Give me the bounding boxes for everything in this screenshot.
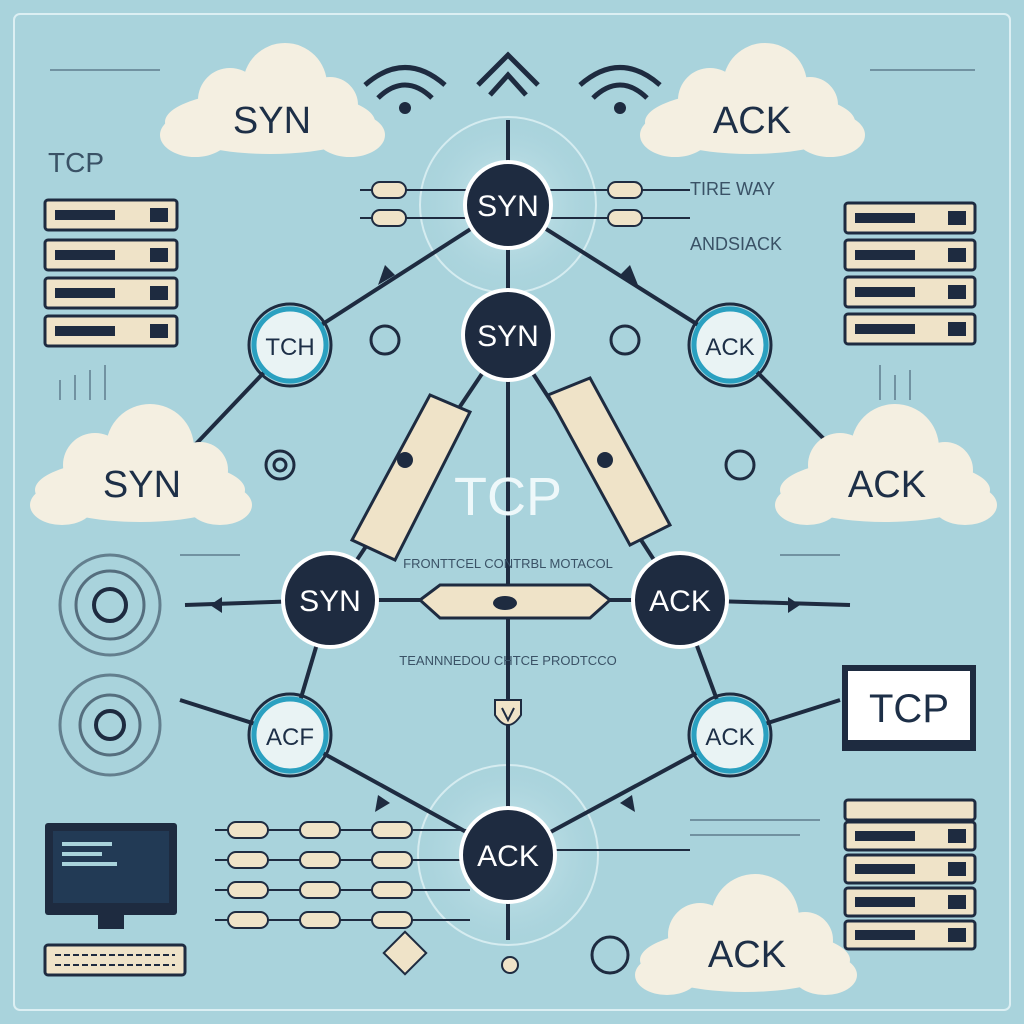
- top-left-heading: TCP: [48, 147, 104, 178]
- shield-icon: [494, 699, 522, 726]
- server-rack-icon: [43, 198, 179, 348]
- cloud-bottom-right-label: ACK: [708, 934, 786, 976]
- node-upper-center: [461, 288, 555, 382]
- computer-monitor-icon: [45, 823, 177, 929]
- cloud-top-left: [160, 43, 385, 157]
- tcp-box-label: TCP: [869, 687, 949, 731]
- center-caption: TEANNNEDOU CHTCE PRODTCCO: [399, 653, 616, 668]
- small-node-lower-right-label: ACK: [705, 724, 754, 751]
- connector-tags: [227, 181, 643, 929]
- cloud-mid-right: [775, 404, 997, 525]
- node-upper-center-label: SYN: [477, 320, 539, 353]
- small-node-upper-right-label: ACK: [705, 334, 754, 361]
- small-node-upper-right: [687, 302, 773, 388]
- small-node-upper-left-label: TCH: [265, 334, 314, 361]
- node-right-label: ACK: [649, 585, 711, 618]
- small-node-lower-right: [687, 692, 773, 778]
- node-top-label: SYN: [477, 190, 539, 223]
- outer-frame: [13, 13, 1011, 1011]
- keyboard-icon: [43, 943, 187, 977]
- small-node-upper-left: [247, 302, 333, 388]
- cloud-top-right: [640, 43, 865, 157]
- node-top: [463, 160, 553, 250]
- server-rack-icon: [843, 201, 977, 346]
- annotation-line-1: TIRE WAY: [690, 179, 775, 199]
- cloud-top-right-label: ACK: [713, 100, 791, 142]
- cloud-mid-right-label: ACK: [848, 464, 926, 506]
- tcp-box: [842, 665, 976, 751]
- target-icon: [58, 553, 162, 777]
- center-subtitle: FRONTTCEL CONTRBL MOTACOL: [403, 556, 613, 571]
- center-title: TCP: [454, 467, 562, 527]
- node-left: [281, 551, 379, 649]
- cloud-top-left-label: SYN: [233, 100, 311, 142]
- annotation-line-2: ANDSIACK: [690, 234, 782, 254]
- cloud-bottom-right: [635, 874, 857, 995]
- node-bottom: [459, 806, 557, 904]
- cloud-mid-left: [30, 404, 252, 525]
- wifi-icon: [363, 51, 662, 100]
- cloud-mid-left-label: SYN: [103, 464, 181, 506]
- arrow-markers: [210, 265, 800, 812]
- node-left-label: SYN: [299, 585, 361, 618]
- small-node-lower-left-label: ACF: [266, 724, 314, 751]
- small-node-lower-left: [247, 692, 333, 778]
- diagonal-bars: [349, 376, 673, 620]
- node-bottom-label: ACK: [477, 840, 539, 873]
- decorative-scribbles: [50, 69, 975, 836]
- node-right: [631, 551, 729, 649]
- gear-icon: [264, 324, 756, 975]
- server-rack-icon: [843, 798, 977, 951]
